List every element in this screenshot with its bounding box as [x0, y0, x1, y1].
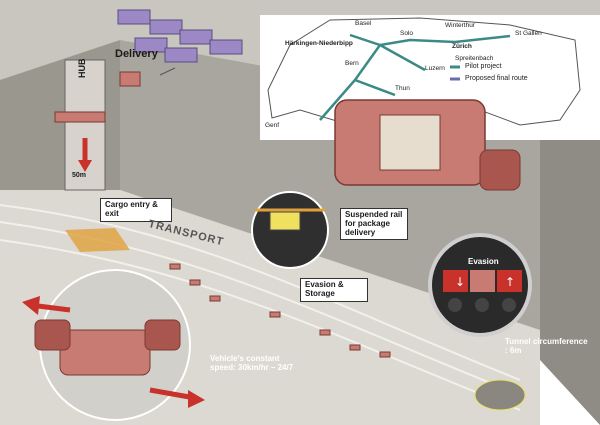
suspended-rail-callout: Suspended rail for package delivery	[340, 208, 408, 241]
evasion-wheel-center	[475, 298, 489, 312]
pilot-route-line	[349, 33, 511, 47]
down-arrow-head	[78, 160, 92, 172]
tunnel-portal	[474, 379, 526, 411]
city-st-gallen: St Gallen	[515, 30, 542, 37]
magnified-vehicle	[59, 329, 151, 376]
evasion-up-arrow-icon: ↑	[505, 275, 515, 289]
cargo-platform	[65, 228, 130, 252]
evasion-storage-callout: Evasion & Storage	[300, 278, 368, 302]
large-vehicle	[334, 99, 521, 191]
magnified-vehicle-front	[34, 319, 71, 351]
switzerland-outline	[267, 17, 581, 131]
evasion-center-lane	[470, 270, 495, 292]
depth-label: 50m	[72, 172, 87, 179]
city-solo: Solo	[400, 30, 414, 37]
right-motion-arrow-head	[188, 390, 205, 408]
evasion-down-arrow-icon: ↓	[455, 275, 465, 289]
hub-label: HUB	[77, 58, 87, 79]
truck-fleet	[117, 9, 243, 63]
city-harkingen: Härkingen-Niederbipp	[285, 40, 353, 47]
route-thun-line	[354, 78, 396, 97]
right-motion-arrow	[149, 387, 196, 401]
city-basel: Basel	[355, 20, 372, 27]
evasion-wheel-left	[448, 298, 462, 312]
suspended-package	[269, 211, 301, 231]
legend-proposed-route: Proposed final route	[465, 75, 528, 82]
delivery-arrow	[159, 67, 176, 76]
left-motion-arrow-head	[22, 296, 40, 315]
delivery-label: Delivery	[115, 48, 158, 60]
delivery-vehicle	[119, 71, 141, 87]
tunnel-circumference-label: Tunnel circumference : 6m	[505, 337, 588, 355]
vehicle-speed-label: Vehicle's constant speed: 30km/hr – 24/7	[210, 354, 294, 372]
cargo-entry-callout: Cargo entry & exit	[100, 198, 172, 222]
magnified-vehicle-rear	[144, 319, 181, 351]
city-spreitenbach: Spreitenbach	[455, 55, 494, 62]
city-bern: Bern	[345, 60, 359, 67]
hub-lift-platform	[54, 111, 106, 123]
city-luzern: Luzern	[425, 65, 445, 72]
evasion-right-lane	[497, 270, 522, 292]
tunnel-vehicles	[169, 263, 391, 358]
route-luzern-line	[379, 43, 426, 72]
legend-pilot-project: Pilot project	[465, 63, 502, 70]
right-wall	[540, 110, 600, 425]
city-genf: Genf	[265, 122, 280, 129]
evasion-left-lane	[443, 270, 468, 292]
city-thun: Thun	[395, 85, 410, 92]
city-zurich: Zürich	[452, 43, 472, 50]
evasion-wheel-right	[502, 298, 516, 312]
evasion-label: Evasion	[468, 257, 499, 266]
city-winterthur: Winterthur	[445, 22, 475, 29]
